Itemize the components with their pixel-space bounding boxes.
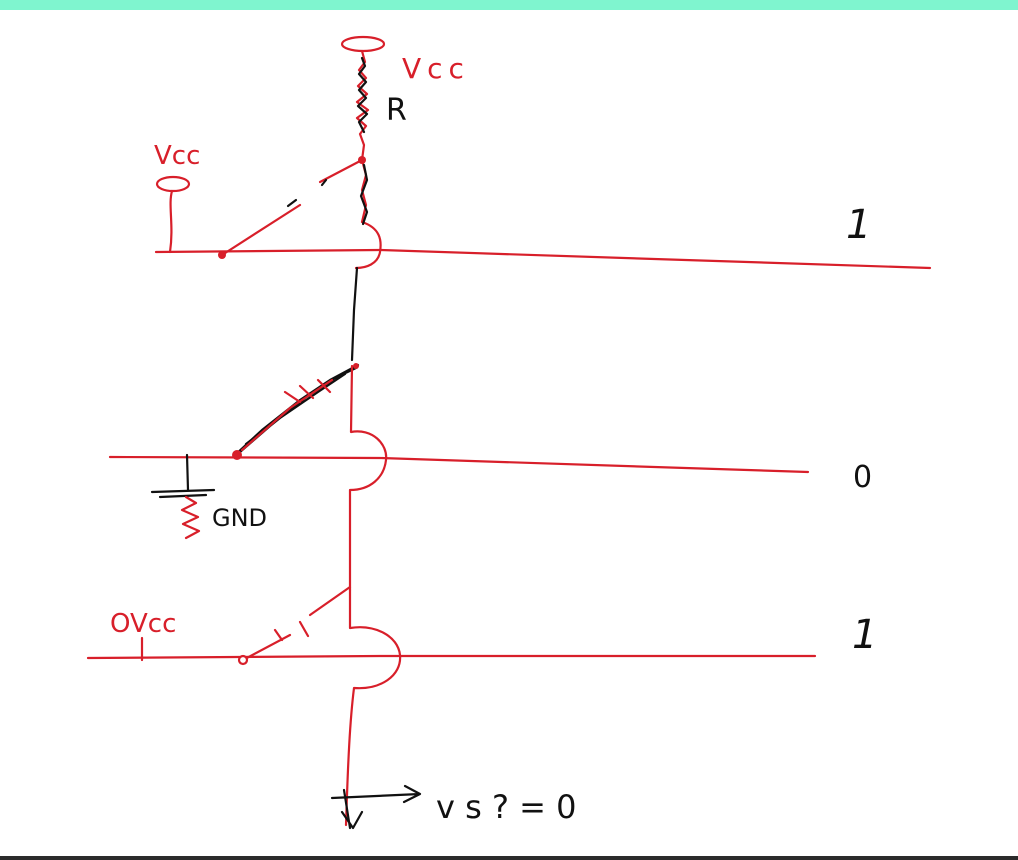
switch-bottom-contact (273, 620, 310, 642)
vcc-terminal-top (340, 35, 386, 53)
bus-line-0 (108, 455, 810, 474)
gnd-zigzag (180, 495, 201, 540)
label-level-1-top: 1 (846, 202, 871, 248)
gnd-bar (150, 488, 216, 499)
label-vcc-top: Vcc (402, 52, 470, 85)
label-result: v s ? = 0 (436, 788, 576, 826)
column-wire-middle (350, 266, 359, 362)
switch-middle-pivot (232, 450, 242, 460)
label-level-1-bottom: 1 (852, 612, 877, 658)
label-level-0: 0 (853, 460, 872, 495)
column-wire-upper-overlay (359, 163, 369, 226)
switch-top (220, 203, 302, 257)
switch-top-contact (286, 178, 328, 208)
junction-middle (353, 363, 359, 369)
switch-middle-overlay (238, 366, 358, 454)
top-accent-bar (0, 0, 1018, 10)
resistor-r (355, 49, 370, 162)
switch-top-link (318, 158, 364, 184)
bus-line-1 (154, 248, 932, 270)
switch-top-pivot (218, 251, 226, 259)
gnd-drop (185, 453, 190, 492)
label-resistor: R (386, 93, 407, 128)
switch-bottom-link (308, 585, 352, 617)
column-wire-bottom (344, 588, 402, 827)
switch-bottom-pivot (237, 654, 249, 666)
label-vcc-left: Vcc (154, 141, 200, 171)
bus-line-1-bottom (86, 654, 817, 660)
bottom-border-bar (0, 856, 1018, 860)
column-wire-lower (348, 364, 388, 592)
column-wire-upper (354, 158, 382, 270)
resistor-r-overlay (356, 56, 369, 134)
label-gnd: GND (212, 504, 267, 532)
vcc-left-wire (168, 189, 174, 254)
output-arrow (330, 784, 422, 830)
vcc-terminal-left (155, 175, 191, 193)
switch-middle-red (240, 378, 334, 452)
label-ovcc: OVcc (110, 609, 176, 639)
